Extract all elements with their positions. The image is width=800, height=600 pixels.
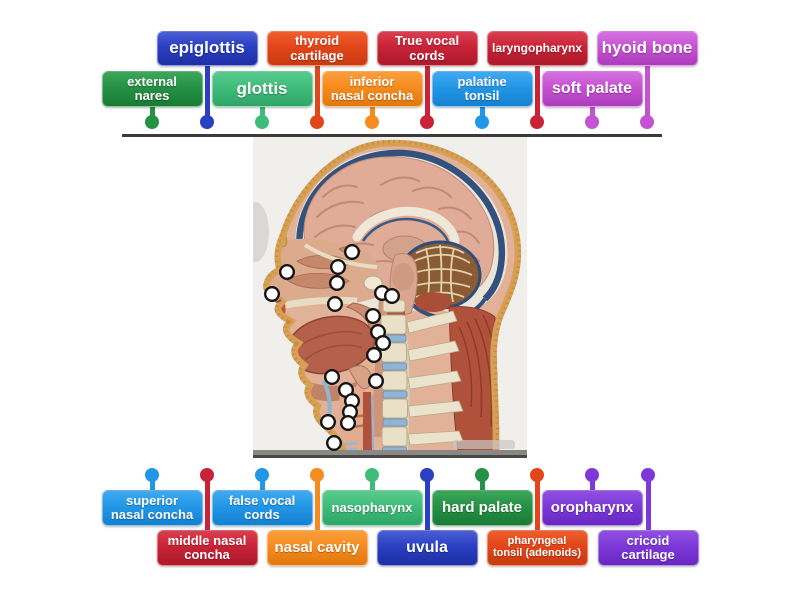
label-chip-epiglottis[interactable]: epiglottis xyxy=(156,31,258,66)
label-stem-dot xyxy=(530,468,544,482)
label-stem xyxy=(534,475,540,532)
answer-dot[interactable] xyxy=(263,285,281,302)
skull-stipple xyxy=(263,139,522,458)
label-chip-superior-nasal-concha[interactable]: superior nasal concha xyxy=(101,490,203,526)
label-chip-laryngopharynx[interactable]: laryngopharynx xyxy=(486,31,588,66)
label-stem-dot xyxy=(365,468,379,482)
label-chip-palatine-tonsil[interactable]: palatine tonsil xyxy=(431,71,533,107)
label-stem xyxy=(369,475,375,492)
label-stem xyxy=(259,105,265,122)
answer-points-layer xyxy=(263,243,400,452)
label-stem-dot xyxy=(310,468,324,482)
corpus-callosum xyxy=(352,206,460,246)
label-stem-dot xyxy=(530,115,544,129)
label-stem xyxy=(204,64,210,122)
answer-dot[interactable] xyxy=(329,258,346,275)
label-chip-middle-nasal-concha[interactable]: middle nasal concha xyxy=(156,530,258,566)
label-stem xyxy=(149,105,155,122)
label-chip-uvula[interactable]: uvula xyxy=(376,530,478,566)
label-chip-pharyngeal-tonsil-adenoids[interactable]: pharyngeal tonsil (adenoids) xyxy=(486,530,588,566)
head-model-illustration xyxy=(253,137,527,458)
vertebral-column xyxy=(380,299,408,455)
answer-dot[interactable] xyxy=(374,334,391,351)
posterior-larynx-muscle xyxy=(363,392,373,455)
fornix xyxy=(361,217,451,246)
label-chip-glottis[interactable]: glottis xyxy=(211,71,313,107)
label-chip-true-vocal-cords[interactable]: True vocal cords xyxy=(376,31,478,66)
photo-edge-object xyxy=(253,202,269,262)
label-stem-dot xyxy=(145,115,159,129)
label-chip-external-nares[interactable]: external nares xyxy=(101,71,203,107)
label-stem-dot xyxy=(420,468,434,482)
answer-dot[interactable] xyxy=(319,414,336,431)
answer-dot[interactable] xyxy=(325,435,342,452)
label-stem xyxy=(369,105,375,122)
label-stem xyxy=(204,475,210,532)
label-chip-inferior-nasal-concha[interactable]: inferior nasal concha xyxy=(321,71,423,107)
label-stem-dot xyxy=(640,115,654,129)
answer-dot[interactable] xyxy=(279,263,296,280)
label-stem xyxy=(479,475,485,492)
answer-dot[interactable] xyxy=(365,346,382,363)
label-stem-dot xyxy=(475,115,489,129)
cricoid-cartilage-edge xyxy=(371,394,374,453)
label-stem-dot xyxy=(585,115,599,129)
label-stem xyxy=(424,475,430,532)
label-stem xyxy=(589,105,595,122)
label-stem xyxy=(149,475,155,492)
answer-dot[interactable] xyxy=(364,307,381,324)
answer-dot[interactable] xyxy=(328,274,345,291)
anatomy-image xyxy=(253,137,527,458)
label-stem-dot xyxy=(365,115,379,129)
label-stem xyxy=(534,64,540,122)
answer-dot[interactable] xyxy=(367,372,384,389)
answer-dot[interactable] xyxy=(383,287,400,304)
answer-dot[interactable] xyxy=(339,415,356,432)
label-chip-hyoid-bone[interactable]: hyoid bone xyxy=(596,31,698,66)
answer-dot[interactable] xyxy=(343,243,360,260)
label-chip-oropharynx[interactable]: oropharynx xyxy=(541,490,643,526)
watermark xyxy=(453,440,515,449)
label-chip-thyroid-cartilage[interactable]: thyroid cartilage xyxy=(266,31,368,66)
label-stem-dot xyxy=(420,115,434,129)
label-stem xyxy=(479,105,485,122)
label-stem-dot xyxy=(145,468,159,482)
photo-bottom-edge xyxy=(253,455,527,458)
label-stem-dot xyxy=(475,468,489,482)
answer-dot[interactable] xyxy=(326,295,343,312)
label-chip-hard-palate[interactable]: hard palate xyxy=(431,490,533,526)
label-chip-nasal-cavity[interactable]: nasal cavity xyxy=(266,530,368,566)
photo-bottom-shadow xyxy=(253,450,527,455)
label-chip-soft-palate[interactable]: soft palate xyxy=(541,71,643,107)
label-chip-false-vocal-cords[interactable]: false vocal cords xyxy=(211,490,313,526)
label-stem xyxy=(314,64,320,122)
label-stem xyxy=(314,475,320,532)
label-chip-cricoid-cartilage[interactable]: cricoid cartilage xyxy=(597,530,699,566)
label-stem xyxy=(644,64,650,122)
label-stem-dot xyxy=(255,468,269,482)
label-stem-dot xyxy=(310,115,324,129)
label-stem xyxy=(259,475,265,492)
label-stem-dot xyxy=(200,468,214,482)
label-stem xyxy=(424,64,430,122)
label-stem xyxy=(645,475,651,532)
label-stem-dot xyxy=(585,468,599,482)
dural-sinus-band xyxy=(296,149,506,302)
top-divider-line xyxy=(122,134,662,137)
label-chip-nasopharynx[interactable]: nasopharynx xyxy=(321,490,423,526)
spinous-processes xyxy=(406,310,464,446)
label-stem-dot xyxy=(255,115,269,129)
label-stem-dot xyxy=(200,115,214,129)
label-stem xyxy=(589,475,595,492)
label-stem-dot xyxy=(641,468,655,482)
pons xyxy=(392,263,414,291)
answer-dot[interactable] xyxy=(323,368,340,385)
